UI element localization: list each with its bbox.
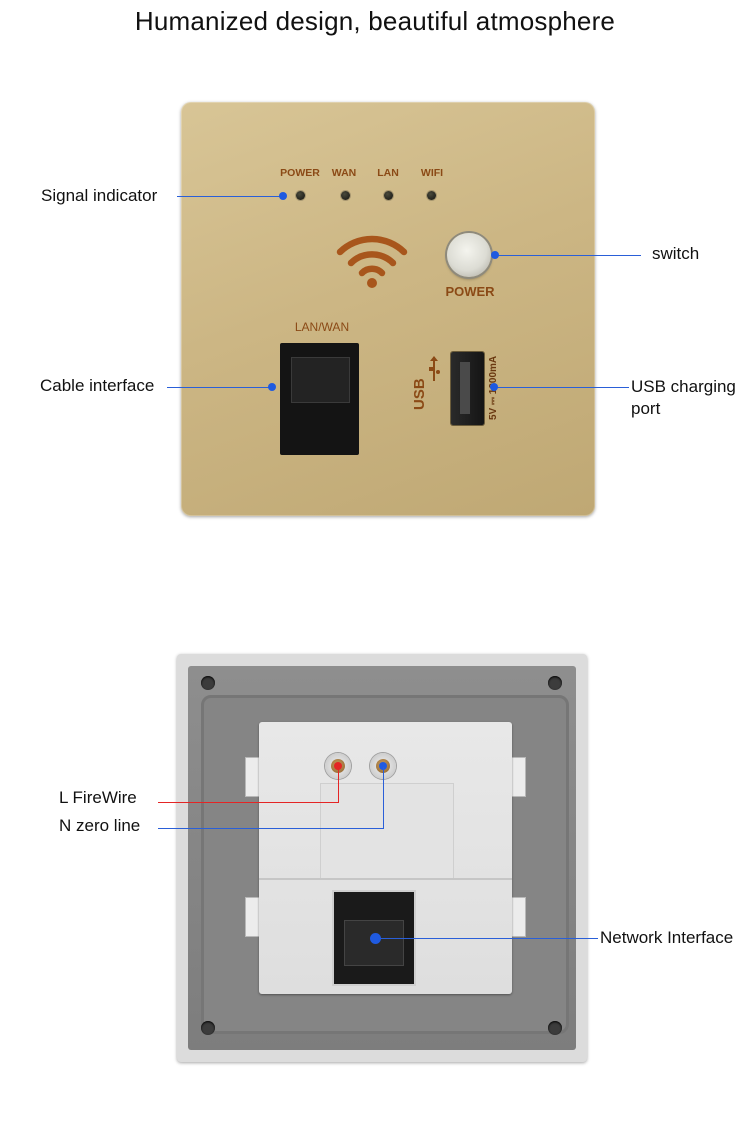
usb-logo-text: USB <box>411 378 428 410</box>
callout-line-switch <box>496 255 641 256</box>
power-led <box>296 191 305 200</box>
module-clip <box>511 758 525 796</box>
led-label-lan: LAN <box>377 167 399 179</box>
callout-line-cable <box>167 387 273 388</box>
led-label-wan: WAN <box>331 167 357 179</box>
callout-cable-interface: Cable interface <box>40 376 155 395</box>
callout-l-firewire: L FireWire <box>59 788 137 807</box>
usb-icon <box>429 356 440 381</box>
callout-line-zero-vertical <box>383 767 384 829</box>
module-clip <box>511 898 525 936</box>
screw-hole <box>548 1021 562 1035</box>
callout-line-signal <box>177 196 283 197</box>
callout-dot-signal <box>279 192 287 200</box>
callout-dot-network <box>370 933 381 944</box>
module-clip <box>246 758 260 796</box>
lan-wan-label: LAN/WAN <box>294 320 350 334</box>
power-button-label: POWER <box>445 284 495 299</box>
callout-dot-switch <box>491 251 499 259</box>
callout-usb-charging-port: USB charging port <box>631 376 736 420</box>
callout-line-network <box>376 938 598 939</box>
callout-signal-indicator: Signal indicator <box>41 186 158 205</box>
lan-wan-port[interactable] <box>280 343 359 455</box>
page-title: Humanized design, beautiful atmosphere <box>134 6 616 36</box>
callout-network-interface: Network Interface <box>600 928 734 947</box>
lan-led <box>384 191 393 200</box>
callout-switch: switch <box>652 244 700 263</box>
module-clip <box>246 898 260 936</box>
callout-usb-line1: USB charging <box>631 377 736 396</box>
wan-led <box>341 191 350 200</box>
power-switch-button[interactable] <box>447 233 491 277</box>
callout-line-firewire <box>158 802 338 803</box>
screw-hole <box>548 676 562 690</box>
led-label-wifi: WIFI <box>420 167 444 179</box>
callout-line-usb <box>495 387 629 388</box>
callout-dot-usb <box>490 383 498 391</box>
wifi-led <box>427 191 436 200</box>
callout-line-firewire-vertical <box>338 767 339 803</box>
callout-dot-cable <box>268 383 276 391</box>
callout-n-zero-line: N zero line <box>59 816 141 835</box>
wifi-icon <box>336 235 408 288</box>
screw-hole <box>201 676 215 690</box>
led-label-power: POWER <box>280 167 320 179</box>
front-panel <box>181 102 595 516</box>
callout-usb-line2: port <box>631 399 661 418</box>
module-divider <box>259 878 512 880</box>
module-label-plate <box>320 783 454 880</box>
callout-line-zero <box>158 828 383 829</box>
usb-charging-port[interactable] <box>451 352 484 425</box>
screw-hole <box>201 1021 215 1035</box>
